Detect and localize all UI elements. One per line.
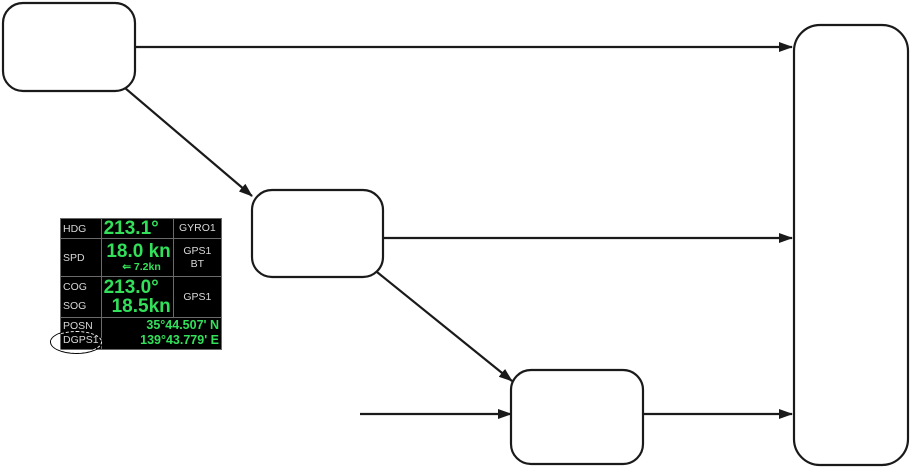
cog-sog-source: GPS1 xyxy=(172,276,223,318)
hdg-value: 213.1° xyxy=(100,217,174,240)
cog-sog-labels: COG SOG xyxy=(60,276,102,318)
longitude-value: 139°43.779' E xyxy=(140,333,219,348)
spd-label: SPD xyxy=(60,238,102,278)
arrow-box2-to-box3 xyxy=(371,267,513,382)
spd-value: 18.0 kn ⇐ 7.2kn xyxy=(100,238,174,278)
hdg-source: GYRO1 xyxy=(172,217,223,240)
latitude-value: 35°44.507' N xyxy=(146,318,219,333)
arrow-box1-to-box2 xyxy=(124,87,253,197)
posn-values: 35°44.507' N 139°43.779' E xyxy=(100,316,223,351)
source-box-2 xyxy=(250,188,385,279)
spd-sub-value: ⇐ 7.2kn xyxy=(122,261,161,274)
posn-label: POSN xyxy=(63,320,93,333)
target-box xyxy=(792,23,910,467)
source-box-1 xyxy=(1,1,137,93)
cog-value: 213.0° xyxy=(103,277,159,299)
navigation-data-panel: HDG 213.1° GYRO1 SPD 18.0 kn ⇐ 7.2kn GPS… xyxy=(60,217,223,351)
spd-source-sub: BT xyxy=(190,257,205,270)
sog-label: SOG xyxy=(63,300,87,313)
sog-value: 18.5kn xyxy=(111,296,171,318)
hdg-label: HDG xyxy=(60,217,102,240)
dgps-highlight-oval xyxy=(51,331,102,353)
cog-sog-values: 213.0° 18.5kn xyxy=(100,276,174,318)
cog-label: COG xyxy=(63,281,87,294)
source-box-3 xyxy=(509,368,645,466)
spd-source: GPS1 BT xyxy=(172,238,223,278)
